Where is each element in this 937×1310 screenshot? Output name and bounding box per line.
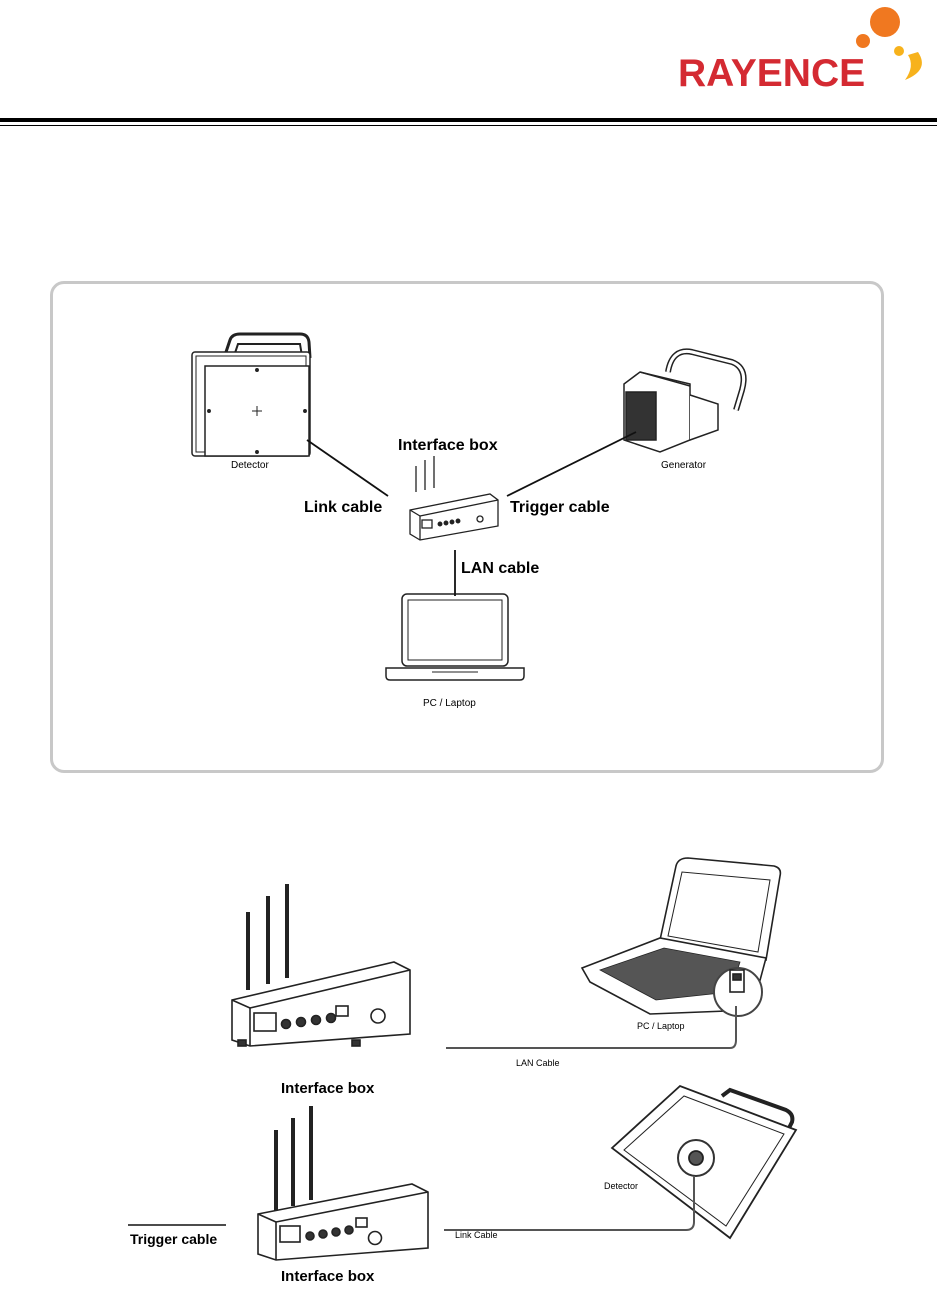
lan-cable-bottom-label: LAN Cable [516,1058,560,1068]
interface-box-2-icon [258,1106,428,1260]
detector-bottom-label: Detector [604,1181,638,1191]
laptop-bottom-icon [582,858,780,1016]
trigger-cable-bottom-label: Trigger cable [130,1231,217,1247]
link-cable-bottom-line [444,1176,694,1230]
interface-box-1-label: Interface box [281,1080,374,1097]
link-cable-bottom-label: Link Cable [455,1230,498,1240]
pc-laptop-bottom-label: PC / Laptop [637,1021,685,1031]
detector-bottom-icon [612,1086,796,1238]
interface-box-1-icon [232,884,410,1046]
interface-box-2-label: Interface box [281,1268,374,1285]
